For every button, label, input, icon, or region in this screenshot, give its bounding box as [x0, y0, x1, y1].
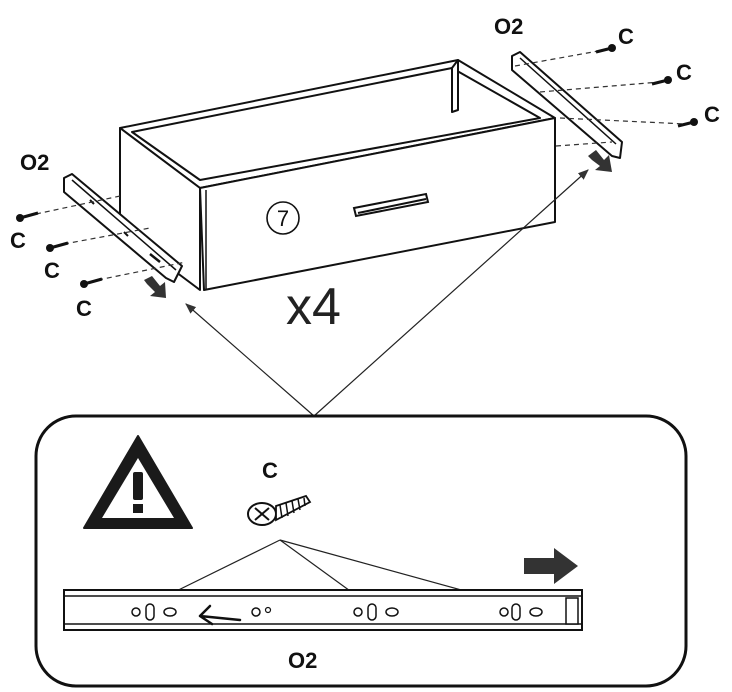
arrow-right-icon	[524, 548, 578, 584]
rail-detail	[63, 589, 583, 631]
right-rail	[511, 51, 623, 159]
arrow-left-icon	[198, 604, 242, 626]
right-rail-label: O2	[494, 14, 523, 39]
screw-icon	[677, 118, 698, 128]
multiplier-label: x4	[286, 278, 341, 336]
left-rail	[63, 173, 183, 283]
step-number: 7	[277, 206, 289, 231]
step-number-circle	[266, 201, 300, 235]
screw-icon	[80, 277, 103, 288]
screw-label: C	[10, 228, 26, 253]
rail-detail-label: O2	[288, 648, 317, 673]
screw-label: C	[704, 102, 720, 127]
drawer: 7	[119, 59, 556, 291]
pointer-line-right	[313, 169, 589, 417]
warning-triangle-icon	[83, 435, 193, 529]
screw-icon	[595, 44, 616, 54]
detail-callout: C	[34, 414, 688, 688]
arrow-right-icon	[588, 150, 612, 172]
right-screws	[514, 44, 698, 147]
screw-label: C	[618, 24, 634, 49]
screw-label: C	[262, 458, 278, 483]
pointer-line-left	[185, 303, 315, 417]
left-screws	[16, 195, 187, 288]
arrow-right-icon	[144, 276, 166, 298]
screw-icon	[16, 211, 39, 222]
drawer-inner-rim	[131, 67, 541, 181]
screw-icon	[247, 494, 312, 526]
screw-label: C	[676, 60, 692, 85]
screw-label: C	[44, 258, 60, 283]
screw-icon	[46, 241, 69, 252]
screw-label: C	[76, 296, 92, 321]
screw-icon	[651, 76, 672, 86]
left-rail-label: O2	[20, 150, 49, 175]
